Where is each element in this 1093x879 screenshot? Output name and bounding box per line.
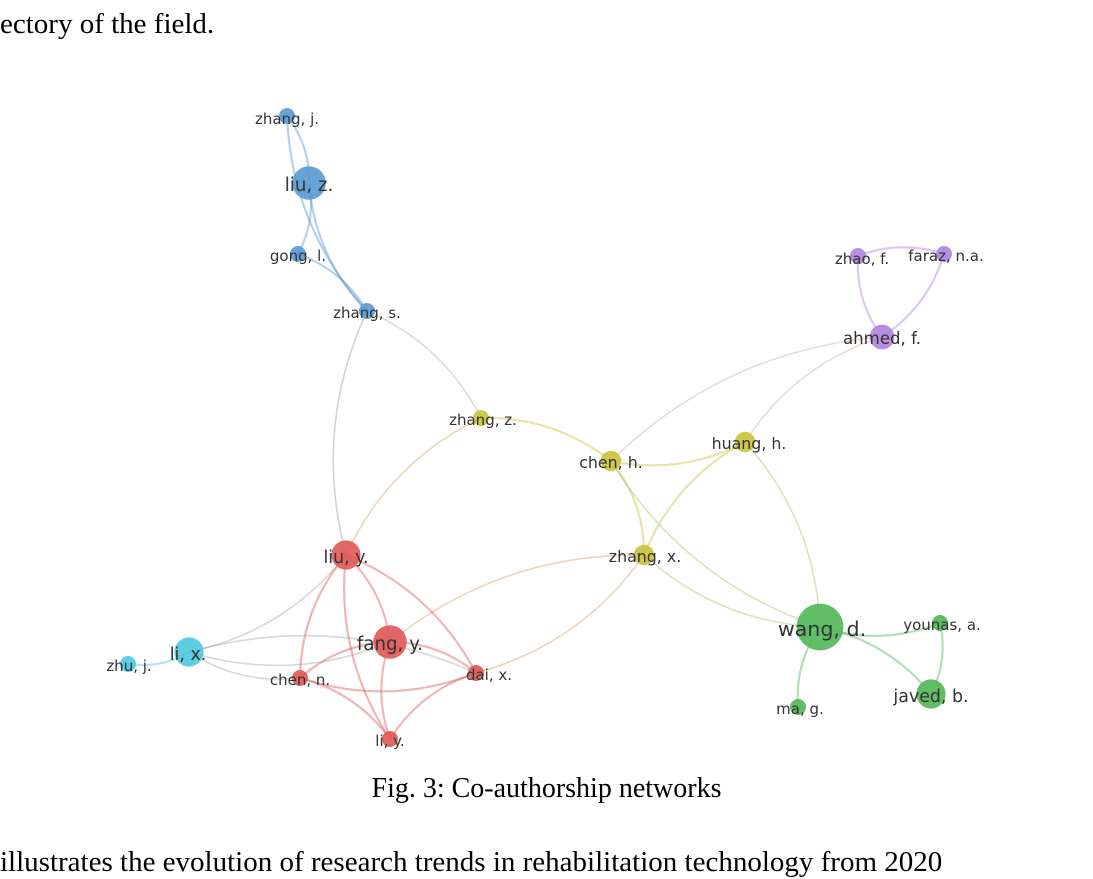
node-label-zhang-x: zhang, x.: [609, 547, 681, 566]
node-fang-y: [373, 625, 407, 659]
edge-ahmed-f-chen-h: [610, 336, 883, 462]
edge-zhang-s-liu-y: [332, 310, 368, 556]
node-label-zhao-f: zhao, f.: [835, 250, 889, 268]
edge-fang-y-li-x: [188, 641, 391, 667]
node-chen-n: [292, 670, 308, 686]
edge-zhao-f-ahmed-f: [856, 255, 883, 338]
node-li-y: [382, 731, 398, 747]
node-label-ahmed-f: ahmed, f.: [843, 329, 921, 348]
edge-chen-n-dai-x: [299, 671, 477, 693]
node-label-fang-y: fang, y.: [357, 634, 423, 655]
preceding-text-line: ectory of the field.: [0, 8, 215, 40]
node-zhang-z: [473, 410, 489, 426]
node-label-ma-g: ma, g.: [776, 700, 824, 718]
node-dai-x: [468, 665, 484, 681]
node-zhang-s: [359, 303, 375, 319]
node-chen-h: [600, 450, 622, 472]
co-authorship-network: zhang, j. liu, z. gong, l. zhang, s. zhao, f…: [106, 108, 984, 750]
edge-huang-h-zhang-x: [642, 441, 746, 556]
edge-liu-y-li-y: [343, 554, 391, 740]
edge-faraz-na-ahmed-f: [881, 253, 946, 338]
edge-liu-y-li-x: [188, 554, 347, 653]
node-label-gong-l: gong, l.: [270, 247, 326, 265]
edge-zhang-x-dai-x: [475, 554, 645, 674]
edge-zhang-x-fang-y: [389, 554, 645, 643]
node-huang-h: [734, 431, 756, 453]
edge-chen-h-huang-h: [610, 441, 746, 467]
edge-gong-l-zhang-s: [297, 252, 368, 312]
node-label-zhang-s: zhang, s.: [333, 304, 401, 322]
node-label-zhang-z: zhang, z.: [449, 411, 517, 429]
edge-zhang-x-wang-d: [643, 554, 821, 628]
node-zhu-j: [120, 656, 136, 672]
edge-li-x-dai-x: [188, 634, 477, 674]
edge-chen-h-zhang-x: [610, 460, 646, 556]
node-label-wang-d: wang, d.: [778, 617, 866, 641]
edge-zhang-z-chen-h: [480, 416, 612, 462]
edge-liu-y-dai-x: [345, 553, 477, 674]
edge-dai-x-li-y: [389, 671, 477, 740]
edge-liu-z-zhang-s: [307, 182, 368, 312]
node-label-younas-a: younas, a.: [903, 616, 981, 634]
node-faraz-na: [936, 246, 952, 262]
node-label-faraz-na: faraz, n.a.: [908, 247, 983, 265]
node-label-zhu-j: zhu, j.: [106, 657, 151, 675]
network-labels: zhang, j. liu, z. gong, l. zhang, s. zhao, f…: [106, 110, 983, 750]
edge-zhao-f-faraz-na: [857, 246, 945, 258]
node-wang-d: [796, 603, 844, 651]
following-text-line: illustrates the evolution of research tr…: [0, 846, 943, 878]
node-label-liu-y: liu, y.: [323, 548, 368, 568]
node-zhao-f: [850, 248, 866, 264]
edge-huang-h-ahmed-f: [744, 336, 883, 443]
node-li-x: [174, 637, 204, 667]
edge-zhang-j-zhang-s: [285, 115, 368, 312]
figure-caption: Fig. 3: Co-authorship networks: [371, 773, 722, 804]
network-nodes: [120, 108, 952, 747]
node-liu-z: [292, 166, 326, 200]
edge-chen-h-wang-d: [610, 460, 821, 628]
edge-huang-h-wang-d: [744, 441, 821, 628]
node-younas-a: [932, 615, 948, 631]
node-label-zhang-j: zhang, j.: [255, 110, 319, 128]
node-label-javed-b: javed, b.: [892, 687, 968, 707]
edge-zhang-s-zhang-z: [366, 310, 482, 419]
node-javed-b: [916, 679, 946, 709]
node-label-chen-h: chen, h.: [579, 453, 643, 472]
edge-chen-n-li-y: [299, 676, 391, 740]
edge-zhang-z-liu-y: [345, 417, 482, 556]
node-zhang-x: [633, 544, 655, 566]
edge-liu-y-chen-n: [298, 554, 347, 679]
node-label-huang-h: huang, h.: [712, 434, 787, 453]
node-liu-y: [331, 540, 361, 570]
node-label-li-y: li, y.: [375, 732, 404, 750]
node-label-liu-z: liu, z.: [285, 175, 334, 196]
node-ahmed-f: [869, 324, 895, 350]
node-label-dai-x: dai, x.: [466, 666, 512, 684]
node-gong-l: [290, 246, 306, 262]
node-label-chen-n: chen, n.: [270, 671, 330, 689]
node-ma-g: [790, 699, 806, 715]
node-zhang-j: [279, 108, 295, 124]
node-label-li-x: li, x.: [170, 645, 207, 665]
